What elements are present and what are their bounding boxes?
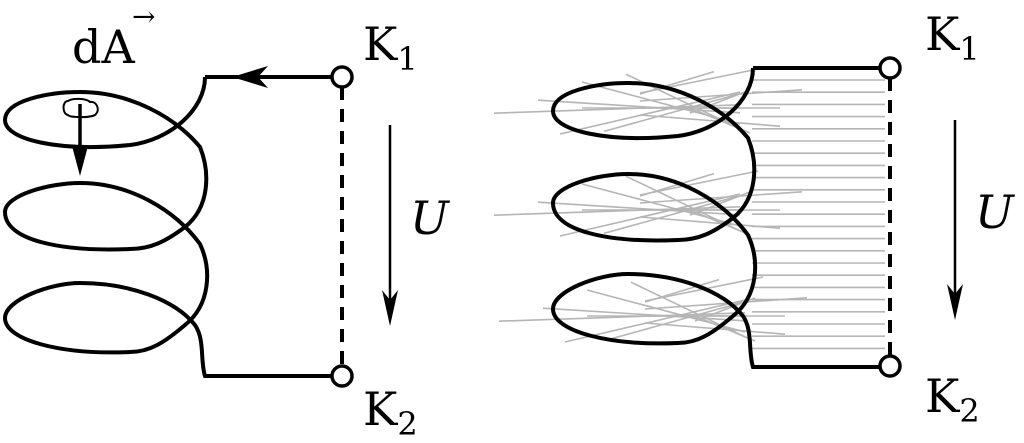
hatch-line [639, 70, 715, 95]
voltage-label: U [975, 185, 1016, 239]
hatch-line [644, 278, 720, 303]
terminal-k2 [878, 354, 902, 378]
area-element-icon [62, 97, 99, 119]
hatch-line [542, 307, 746, 322]
hatch-line [689, 191, 751, 216]
vector-arrow-mark: → [132, 0, 155, 33]
right-figure: K1 K2 U [493, 7, 1016, 430]
hatch-line [639, 114, 781, 127]
area-label-d: dA [72, 20, 135, 74]
hatch-line [603, 92, 741, 133]
coil-wire [551, 66, 890, 369]
hatch-line [639, 216, 781, 229]
hatch-line [694, 315, 756, 342]
hatch-line [644, 297, 808, 310]
hatch-line [537, 99, 741, 114]
hatch-line [639, 68, 759, 94]
hatch-line [639, 191, 803, 204]
hatch-line [493, 206, 741, 216]
surface-hatching [493, 68, 885, 350]
current-arrow-icon [232, 66, 268, 88]
label-k2: K2 [363, 382, 418, 443]
label-k1: K1 [925, 7, 980, 68]
terminal-k1 [330, 65, 354, 89]
hatch-line [625, 175, 741, 232]
hatch-line [639, 170, 759, 196]
label-k2: K2 [925, 369, 980, 430]
voltage-arrow-icon [947, 284, 963, 320]
coil-wire [3, 75, 342, 378]
hatch-line [537, 201, 741, 216]
hatch-line [559, 91, 741, 135]
voltage-label: U [410, 191, 451, 245]
left-figure: dA → K1 K2 U [3, 0, 451, 443]
hatch-line [689, 89, 751, 114]
terminal-k1 [878, 56, 902, 80]
hatch-line [498, 312, 746, 322]
hatch-line [689, 209, 751, 236]
label-k1: K1 [363, 17, 418, 78]
hatch-line [639, 89, 803, 102]
hatch-line [493, 104, 741, 114]
voltage-arrow-icon [382, 290, 398, 326]
hatch-line [630, 281, 746, 338]
hatch-line [608, 300, 746, 341]
terminal-k2 [330, 364, 354, 388]
hatch-line [639, 172, 715, 197]
normal-vector-arrow-icon [72, 146, 88, 176]
